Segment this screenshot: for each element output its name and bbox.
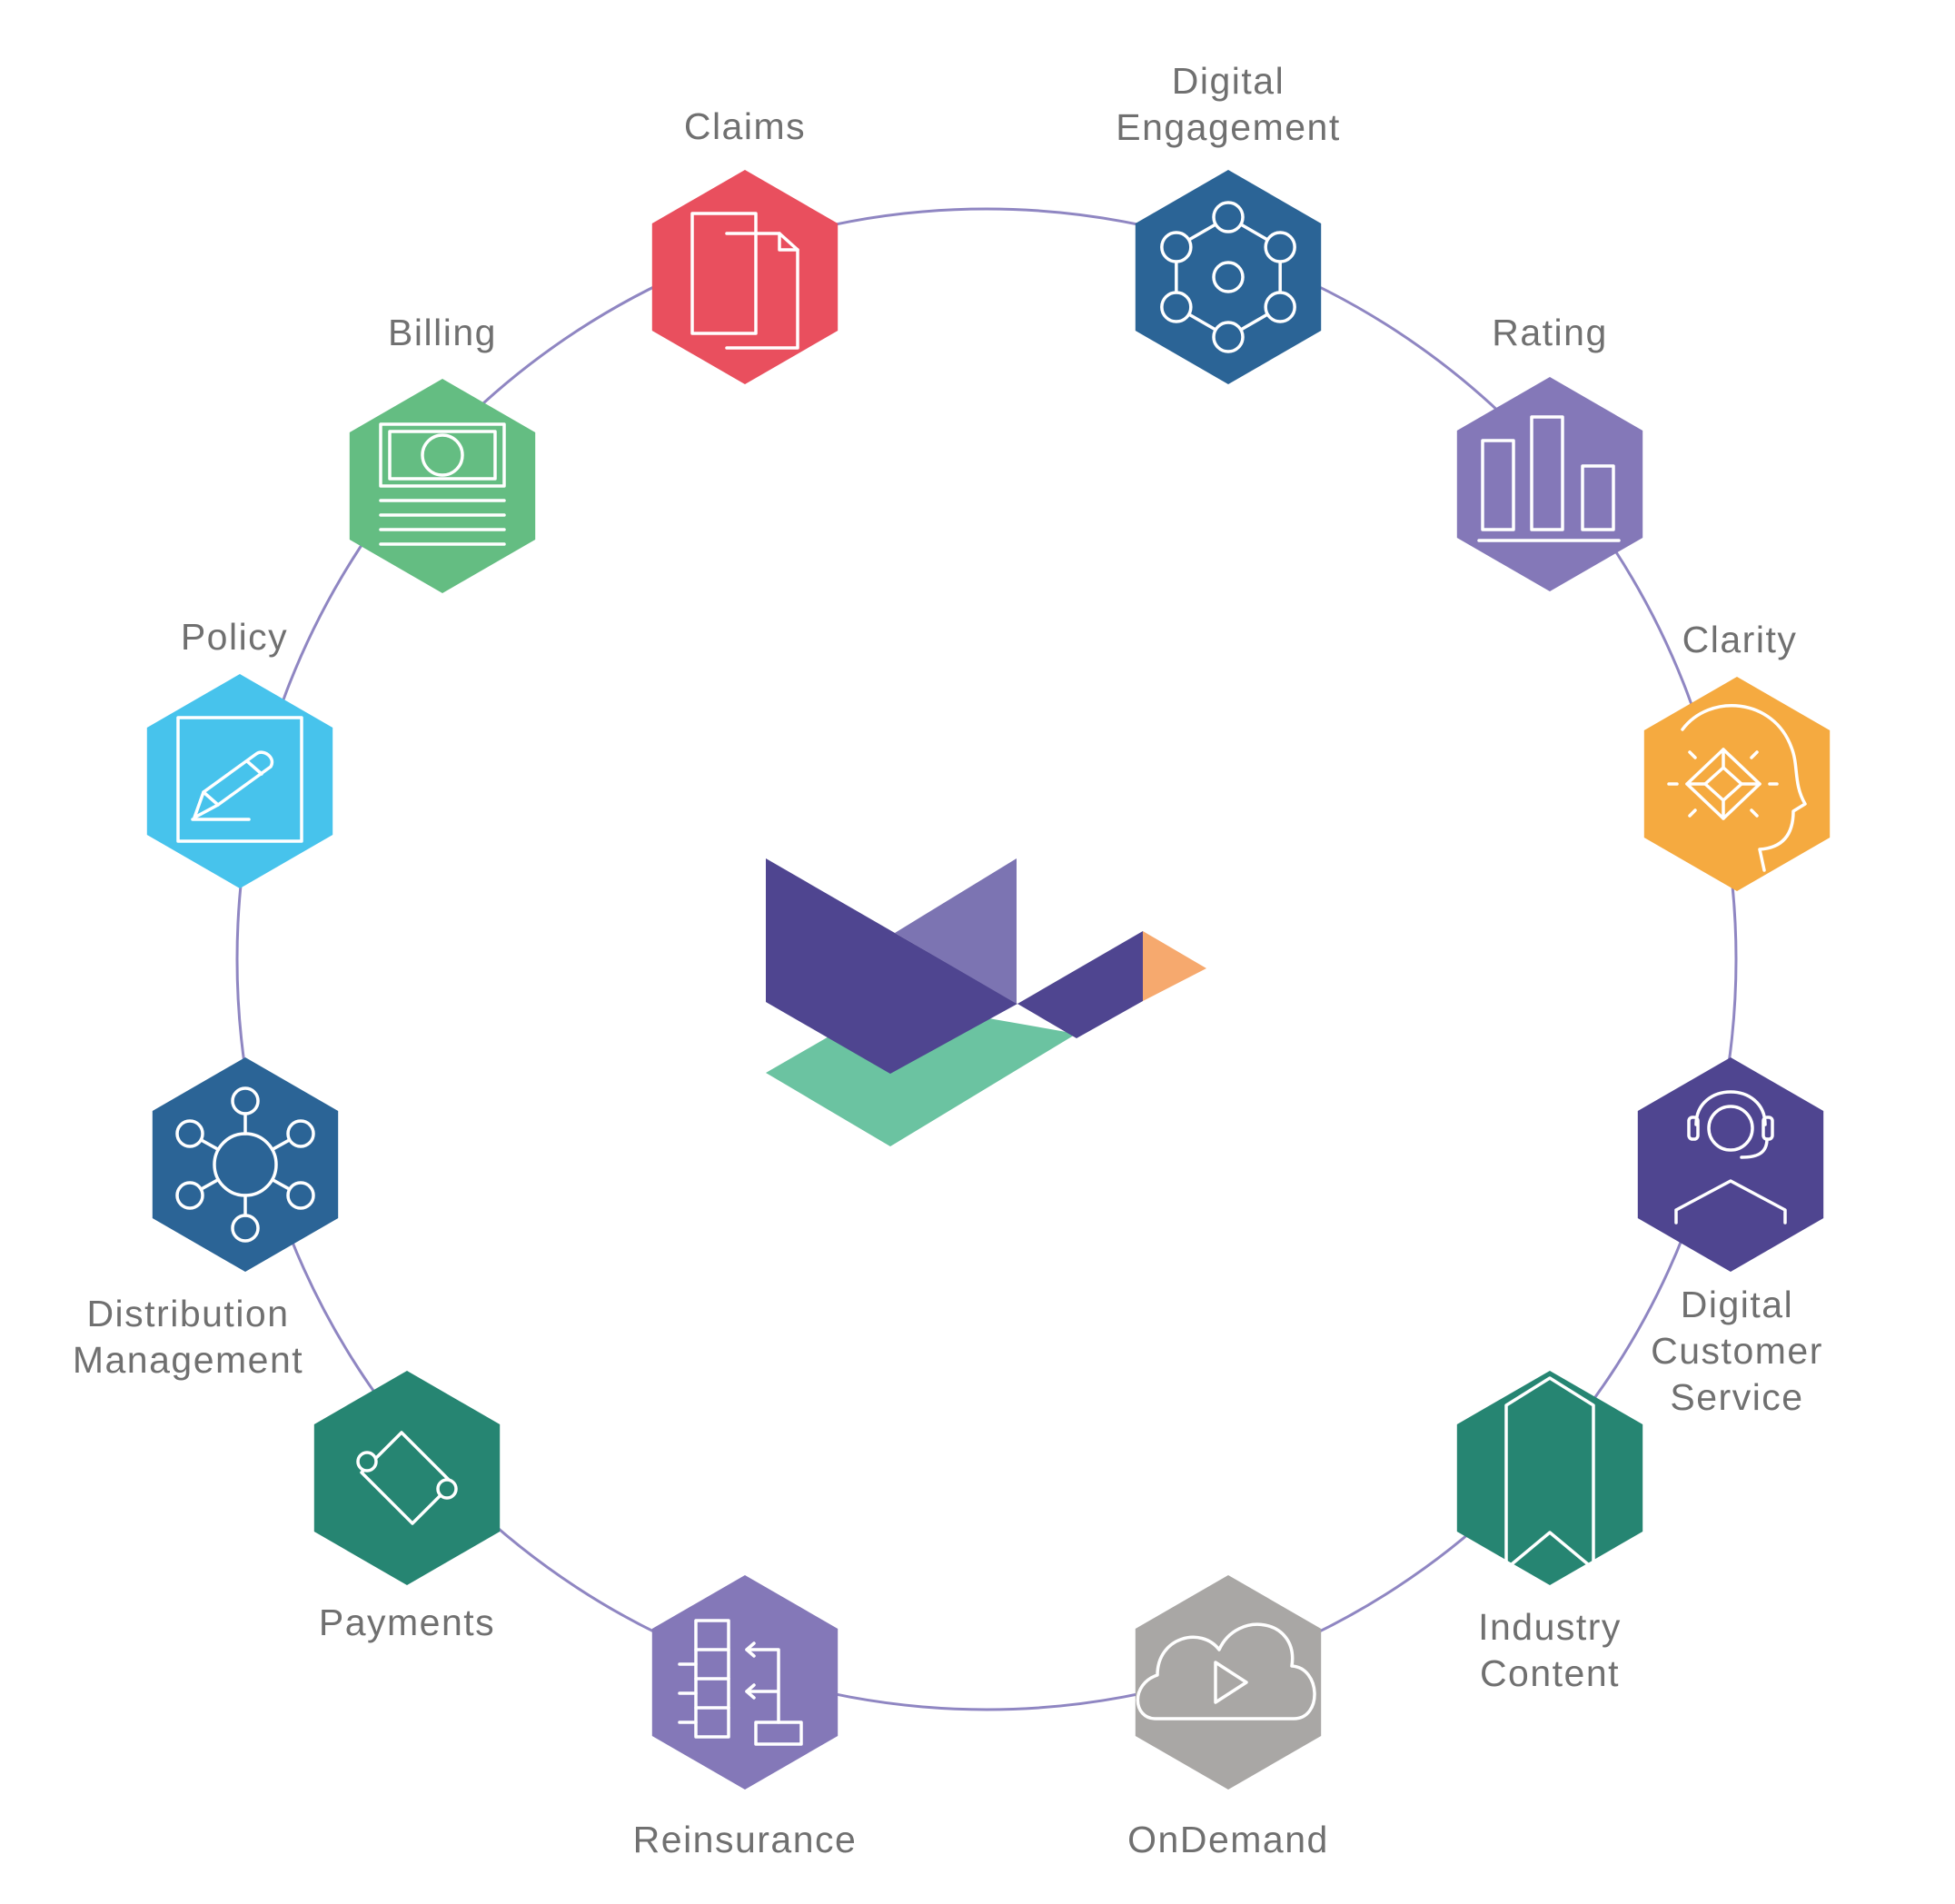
bar-chart-icon [1477, 415, 1621, 542]
logo-light-wing [895, 858, 1017, 1004]
logo-neck [1017, 931, 1143, 1038]
documents-icon [690, 212, 799, 350]
module-hexagon [1135, 170, 1322, 384]
module-hexagon [1135, 1575, 1322, 1790]
module-label-line: Clarity [1682, 619, 1798, 660]
module-policy[interactable]: Policy [146, 616, 333, 888]
module-label-line: Billing [388, 312, 497, 353]
cloud-play-icon [1136, 1622, 1316, 1721]
module-reinsurance[interactable]: Reinsurance [633, 1575, 858, 1860]
module-label: Billing [388, 312, 497, 353]
module-billing[interactable]: Billing [349, 312, 536, 593]
module-label-line: Reinsurance [633, 1819, 858, 1860]
module-label-line: Digital [1681, 1284, 1793, 1325]
pencil-icon [176, 716, 303, 843]
module-label: Clarity [1682, 619, 1798, 660]
module-label: OnDemand [1127, 1819, 1329, 1860]
module-ondemand[interactable]: OnDemand [1127, 1575, 1329, 1860]
module-hexagon [146, 674, 333, 888]
module-label-line: Management [73, 1339, 303, 1381]
module-label-line: Distribution [86, 1293, 289, 1334]
module-label-line: Customer [1651, 1330, 1823, 1372]
module-label-line: Policy [181, 616, 288, 658]
module-label: Rating [1492, 312, 1608, 353]
module-label-line: Service [1670, 1376, 1803, 1418]
module-label-line: Digital [1172, 60, 1285, 102]
module-hexagon [313, 1371, 501, 1585]
module-hexagon [152, 1057, 339, 1272]
module-label-line: OnDemand [1127, 1819, 1329, 1860]
module-label-line: Rating [1492, 312, 1608, 353]
head-diamond-icon [1667, 704, 1807, 872]
module-hexagon [1637, 1057, 1824, 1272]
hub-icon [175, 1086, 315, 1243]
connection-ring [235, 207, 1738, 1711]
logo-dark-wing [766, 858, 1017, 1074]
bill-icon [379, 422, 506, 546]
module-label-line: Engagement [1116, 106, 1341, 148]
module-hexagon [1456, 1371, 1643, 1585]
module-label-line: Payments [319, 1602, 495, 1643]
module-claims[interactable]: Claims [651, 105, 839, 384]
bookmark-icon [1504, 1376, 1595, 1571]
network-icon [1160, 201, 1296, 353]
headset-agent-icon [1674, 1090, 1787, 1225]
module-label-line: Claims [684, 105, 806, 147]
module-hexagon [651, 1575, 839, 1790]
center-logo [766, 858, 1206, 1146]
module-label-line: Industry [1478, 1606, 1622, 1648]
module-label-line: Content [1480, 1652, 1620, 1694]
module-rating[interactable]: Rating [1456, 312, 1643, 591]
flow-table-icon [678, 1619, 803, 1746]
module-hexagon [1456, 377, 1643, 591]
payment-cycle-icon [356, 1431, 458, 1525]
module-label: Reinsurance [633, 1819, 858, 1860]
logo-beak [1143, 931, 1206, 1001]
module-label: Payments [319, 1602, 495, 1643]
module-label: Policy [181, 616, 288, 658]
module-hexagon [651, 170, 839, 384]
module-clarity[interactable]: Clarity [1643, 619, 1831, 891]
module-payments[interactable]: Payments [313, 1371, 501, 1643]
module-label: Claims [684, 105, 806, 147]
